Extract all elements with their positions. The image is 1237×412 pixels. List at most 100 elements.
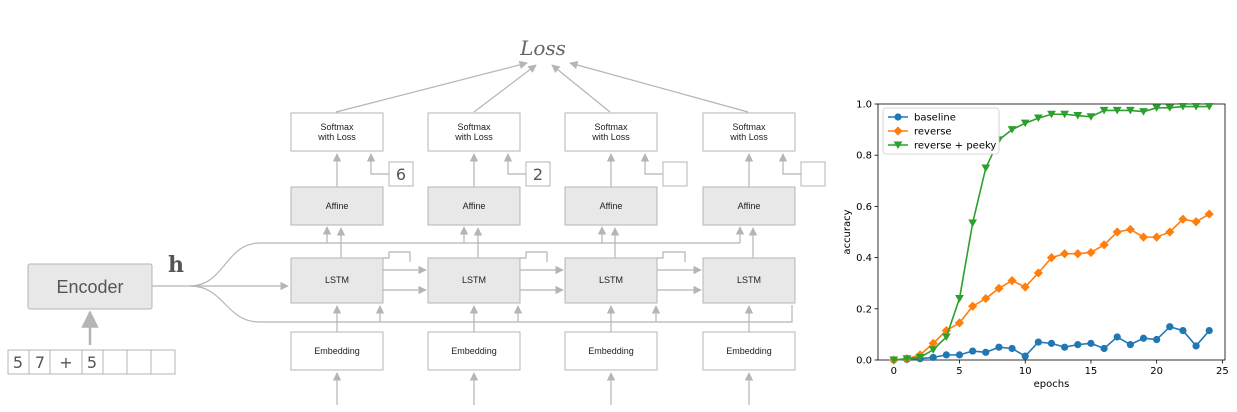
data-point — [893, 141, 903, 149]
data-point — [954, 318, 965, 328]
x-tick-label: 10 — [1019, 366, 1032, 377]
data-point — [1007, 276, 1017, 286]
data-point — [1008, 344, 1016, 353]
lstm-box — [290, 257, 384, 304]
target-box — [662, 161, 688, 187]
data-point — [902, 355, 912, 363]
affine-label: Affine — [463, 201, 486, 211]
data-point — [1138, 232, 1149, 242]
data-point — [942, 351, 950, 359]
data-point — [1074, 341, 1082, 349]
affine-box — [702, 186, 796, 226]
input-token: 5 — [13, 353, 23, 372]
data-point — [929, 353, 937, 362]
data-point — [1165, 227, 1175, 237]
embedding-label: Embedding — [588, 346, 634, 356]
legend-label: reverse — [914, 127, 952, 138]
data-point — [1178, 214, 1188, 224]
loss-label: Loss — [519, 36, 566, 60]
softmax-box — [702, 112, 796, 152]
y-tick-label: 0.8 — [856, 151, 872, 162]
data-point — [981, 293, 991, 304]
data-point — [1046, 253, 1057, 263]
data-point — [1073, 249, 1083, 259]
data-point — [1099, 240, 1109, 250]
data-point — [1178, 103, 1188, 111]
data-point — [1153, 335, 1161, 344]
series-baseline — [890, 323, 1213, 364]
data-point — [1061, 343, 1069, 351]
data-point — [982, 348, 990, 356]
y-tick-label: 0.0 — [856, 356, 872, 367]
data-point — [1020, 282, 1030, 292]
data-point — [915, 353, 925, 362]
softmax-label: with Loss — [729, 132, 768, 142]
embedding-box — [564, 331, 658, 371]
data-point — [893, 126, 903, 136]
lstm-box — [427, 257, 521, 304]
softmax-label: Softmax — [320, 122, 354, 132]
data-point — [1139, 108, 1148, 116]
x-tick-label: 25 — [1216, 366, 1229, 377]
softmax-label: Softmax — [594, 122, 628, 132]
data-point — [1112, 227, 1122, 237]
affine-box — [564, 186, 658, 226]
peeky-link — [383, 251, 411, 262]
data-point — [1086, 247, 1096, 258]
data-point — [1205, 326, 1213, 335]
legend-box — [882, 107, 1000, 155]
data-point — [1100, 344, 1108, 353]
data-point — [1204, 209, 1214, 219]
data-point — [1112, 106, 1122, 115]
data-point — [1179, 326, 1187, 335]
h-label: h — [168, 252, 184, 278]
data-point — [981, 164, 991, 172]
softmax-label: with Loss — [317, 132, 356, 142]
lstm-label: LSTM — [462, 275, 486, 285]
data-point — [1033, 268, 1043, 278]
embedding-label: Embedding — [314, 346, 360, 356]
data-point — [1047, 339, 1056, 347]
data-point — [995, 343, 1003, 351]
data-point — [1020, 119, 1030, 128]
y-tick-label: 1.0 — [856, 100, 872, 111]
data-point — [1021, 352, 1029, 360]
lstm-box — [702, 257, 796, 304]
x-tick-label: 0 — [891, 366, 897, 377]
x-tick-label: 5 — [956, 366, 962, 377]
target-box — [800, 161, 826, 187]
y-tick-label: 0.4 — [856, 253, 872, 264]
softmax-label: Softmax — [732, 122, 766, 132]
affine-label: Affine — [738, 201, 761, 211]
softmax-box — [564, 112, 658, 152]
data-point — [1047, 110, 1056, 119]
target-arrow — [366, 153, 389, 175]
input-sequence: 5 7 + 5 — [7, 349, 176, 375]
affine-box — [427, 186, 521, 226]
data-point — [955, 295, 964, 303]
affine-box — [290, 186, 384, 226]
data-point — [1086, 113, 1096, 121]
lstm-label: LSTM — [737, 275, 761, 285]
embedding-label: Embedding — [451, 346, 497, 356]
data-point — [968, 301, 978, 311]
x-tick-label: 15 — [1085, 366, 1098, 377]
target-box — [525, 161, 551, 187]
target-box — [388, 161, 414, 187]
data-point — [969, 347, 977, 355]
data-point — [1204, 103, 1214, 111]
affine-label: Affine — [326, 201, 349, 211]
data-point — [1099, 106, 1109, 115]
y-tick-label: 0.6 — [856, 202, 872, 213]
plot-frame — [877, 103, 1226, 361]
data-point — [889, 356, 899, 364]
data-point — [941, 333, 951, 341]
data-point — [1060, 249, 1070, 259]
target-arrow — [503, 153, 526, 175]
y-axis-label: accuracy — [842, 209, 853, 254]
input-token: + — [59, 353, 72, 372]
legend-label: baseline — [914, 113, 956, 124]
